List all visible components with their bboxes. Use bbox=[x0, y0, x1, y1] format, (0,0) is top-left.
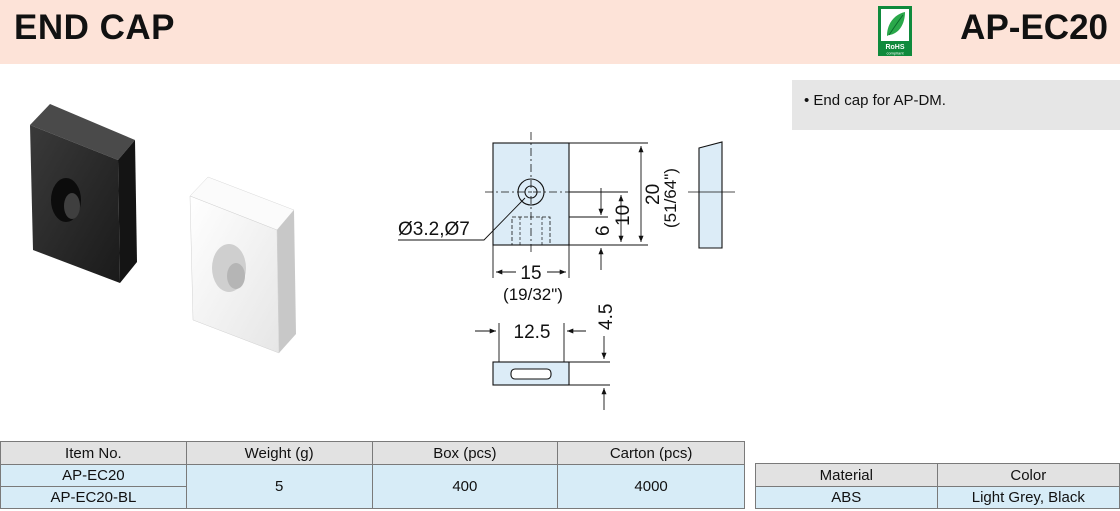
material-header-row: Material Color bbox=[755, 463, 1120, 487]
spec-header-row: Item No. Weight (g) Box (pcs) Carton (pc… bbox=[0, 441, 745, 465]
bottom-width-label: 12.5 bbox=[514, 322, 551, 343]
weight-cell: 5 bbox=[185, 464, 373, 509]
page-title: END CAP bbox=[14, 8, 176, 47]
item-no-cell: AP-EC20 bbox=[0, 464, 187, 487]
rohs-sublabel: compliant bbox=[886, 51, 904, 56]
product-photo bbox=[30, 104, 296, 354]
height-inch-label: (51/64") bbox=[661, 168, 680, 228]
page-header: END CAP RoHS compliant AP-EC20 bbox=[0, 0, 1120, 64]
rohs-label: RoHS bbox=[885, 44, 904, 51]
material-cell: ABS bbox=[755, 486, 938, 509]
table-row: ABS Light Grey, Black bbox=[755, 486, 1120, 509]
col-item-no: Item No. bbox=[0, 441, 187, 465]
technical-drawing: Ø3.2,Ø7 20 (51/64") 10 6 15 (19/32") bbox=[398, 132, 735, 410]
box-cell: 400 bbox=[371, 464, 559, 509]
col-weight: Weight (g) bbox=[185, 441, 373, 465]
bottom-depth-label: 4.5 bbox=[596, 304, 617, 330]
dim-6-label: 6 bbox=[593, 225, 614, 236]
hole-diameter-label: Ø3.2,Ø7 bbox=[398, 219, 470, 240]
width-15-label: 15 bbox=[520, 263, 541, 284]
side-view bbox=[688, 141, 735, 249]
feature-note: • End cap for AP-DM. bbox=[804, 92, 946, 109]
item-no-cell: AP-EC20-BL bbox=[0, 486, 187, 509]
carton-cell: 4000 bbox=[557, 464, 745, 509]
dim-10-label: 10 bbox=[613, 205, 634, 226]
front-view bbox=[398, 132, 580, 255]
height-20-label: 20 bbox=[643, 184, 664, 205]
black-end-cap bbox=[30, 104, 137, 283]
white-end-cap bbox=[189, 176, 296, 354]
vertical-dimensions bbox=[569, 142, 648, 270]
model-number: AP-EC20 bbox=[960, 8, 1108, 47]
material-table: Material Color ABS Light Grey, Black bbox=[755, 463, 1120, 509]
feature-note-box: • End cap for AP-DM. bbox=[792, 80, 1120, 130]
width-inch-label: (19/32") bbox=[503, 285, 563, 304]
col-color: Color bbox=[936, 463, 1120, 487]
table-row: AP-EC20 5 400 4000 bbox=[0, 464, 745, 509]
width-dimension bbox=[492, 245, 570, 278]
spec-table: Item No. Weight (g) Box (pcs) Carton (pc… bbox=[0, 441, 745, 509]
rohs-icon: RoHS compliant bbox=[878, 6, 912, 56]
color-cell: Light Grey, Black bbox=[936, 486, 1120, 509]
col-material: Material bbox=[755, 463, 938, 487]
table-row: AP-EC20-BL bbox=[0, 486, 745, 509]
col-box: Box (pcs) bbox=[371, 441, 559, 465]
bottom-dimensions bbox=[475, 323, 610, 410]
bottom-view bbox=[492, 361, 570, 386]
col-carton: Carton (pcs) bbox=[557, 441, 745, 465]
